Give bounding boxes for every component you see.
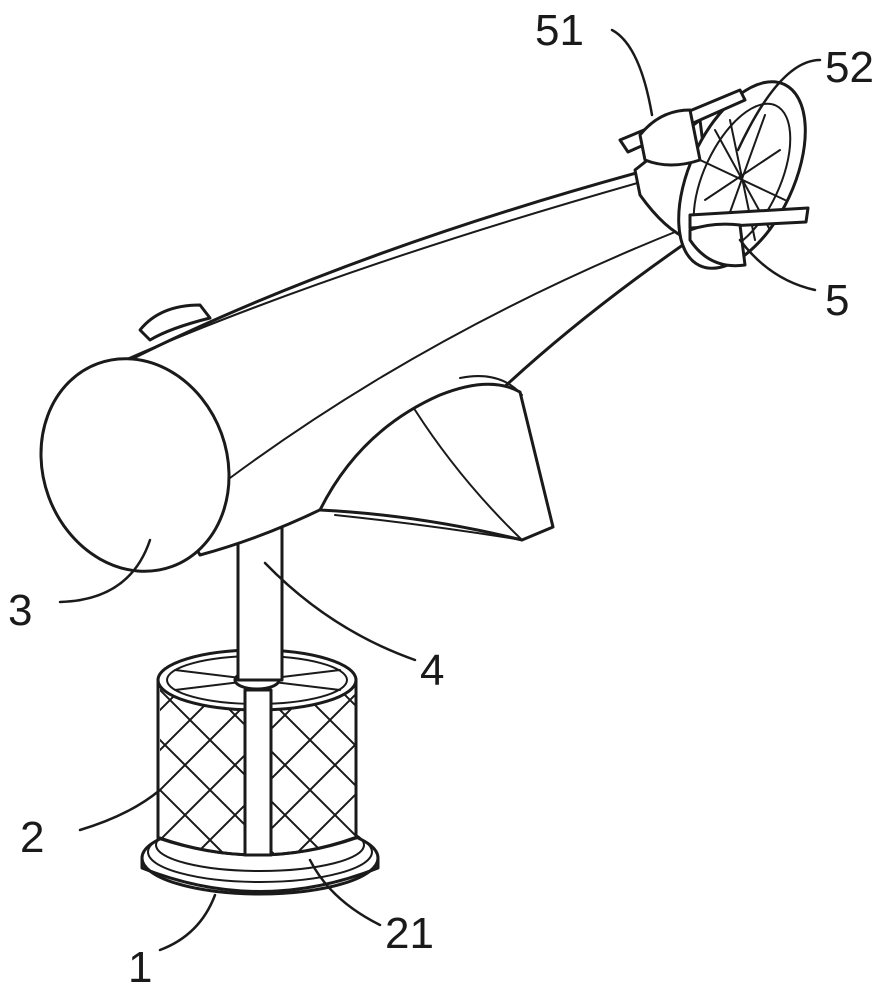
leader-21 — [308, 858, 382, 927]
label-21: 21 — [385, 909, 434, 958]
leader-51 — [610, 28, 654, 117]
leader-2 — [78, 788, 162, 832]
fan-head — [618, 80, 810, 270]
label-52: 52 — [825, 43, 874, 92]
label-5: 5 — [825, 276, 849, 325]
leader-4 — [263, 561, 417, 662]
nozzle-cone — [318, 375, 555, 542]
label-4: 4 — [420, 646, 444, 695]
label-1: 1 — [128, 943, 152, 992]
leader-1 — [158, 893, 217, 952]
main-body — [39, 170, 692, 573]
leader-lines — [58, 28, 822, 952]
leader-3 — [58, 538, 152, 604]
support-rod — [236, 518, 284, 682]
reference-labels: 51 52 5 3 4 2 21 1 — [8, 6, 874, 992]
label-51: 51 — [535, 6, 584, 55]
leader-5 — [738, 238, 817, 292]
label-2: 2 — [20, 813, 44, 862]
label-3: 3 — [8, 586, 32, 635]
leader-52 — [736, 58, 822, 152]
